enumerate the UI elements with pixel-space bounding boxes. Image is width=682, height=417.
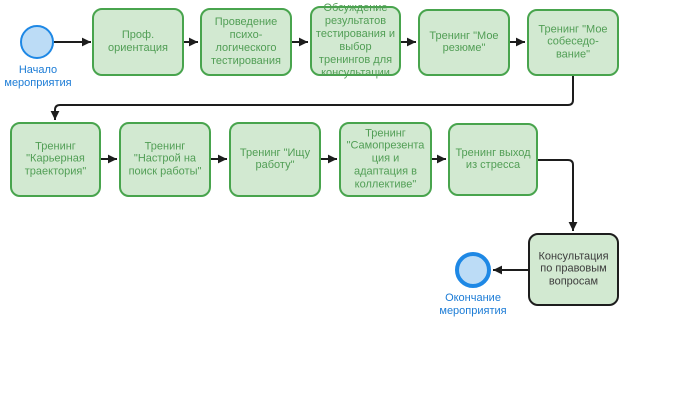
node-psych-testing: Проведение психо- логического тестирован… <box>200 8 292 76</box>
node-label: Тренинг "Настрой на поиск работы" <box>128 140 202 178</box>
arrow-stress-to-legal <box>538 159 578 231</box>
end-event-circle <box>455 252 491 288</box>
node-label: Тренинг выход из стресса <box>455 146 531 172</box>
start-event-circle <box>20 25 54 59</box>
node-label: Тренинг "Карьерная траектория" <box>24 140 87 178</box>
node-label: Проведение психо- логического тестирован… <box>211 16 281 67</box>
node-results-discussion: Обсуждение результатов тестирования и вы… <box>310 2 401 79</box>
node-training-job-search: Тренинг "Ищу работу" <box>229 122 321 197</box>
node-label: Консультация по правовым вопросам <box>538 250 609 288</box>
node-training-career: Тренинг "Карьерная траектория" <box>10 122 101 197</box>
start-event-label: Начало мероприятия <box>4 64 72 90</box>
node-training-resume: Тренинг "Мое резюме" <box>418 9 510 76</box>
node-label: Тренинг "Мое собеседо- вание" <box>538 23 608 61</box>
node-training-presentation: Тренинг "Самопрезента ция и адаптация в … <box>339 122 432 197</box>
node-label: Тренинг "Самопрезента ция и адаптация в … <box>346 127 425 191</box>
node-label: Тренинг "Мое резюме" <box>429 29 499 55</box>
arrow-interview-to-career <box>50 76 574 120</box>
node-training-stress: Тренинг выход из стресса <box>448 123 538 196</box>
node-legal-consultation: Консультация по правовым вопросам <box>528 233 619 306</box>
node-training-mindset: Тренинг "Настрой на поиск работы" <box>119 122 211 197</box>
node-prof-orientation: Проф. ориентация <box>92 8 184 76</box>
node-training-interview: Тренинг "Мое собеседо- вание" <box>527 9 619 76</box>
node-label: Проф. ориентация <box>107 29 168 54</box>
node-label: Обсуждение результатов тестирования и вы… <box>315 2 396 79</box>
end-event-label: Окончание мероприятия <box>439 292 507 318</box>
node-label: Тренинг "Ищу работу" <box>239 146 311 172</box>
